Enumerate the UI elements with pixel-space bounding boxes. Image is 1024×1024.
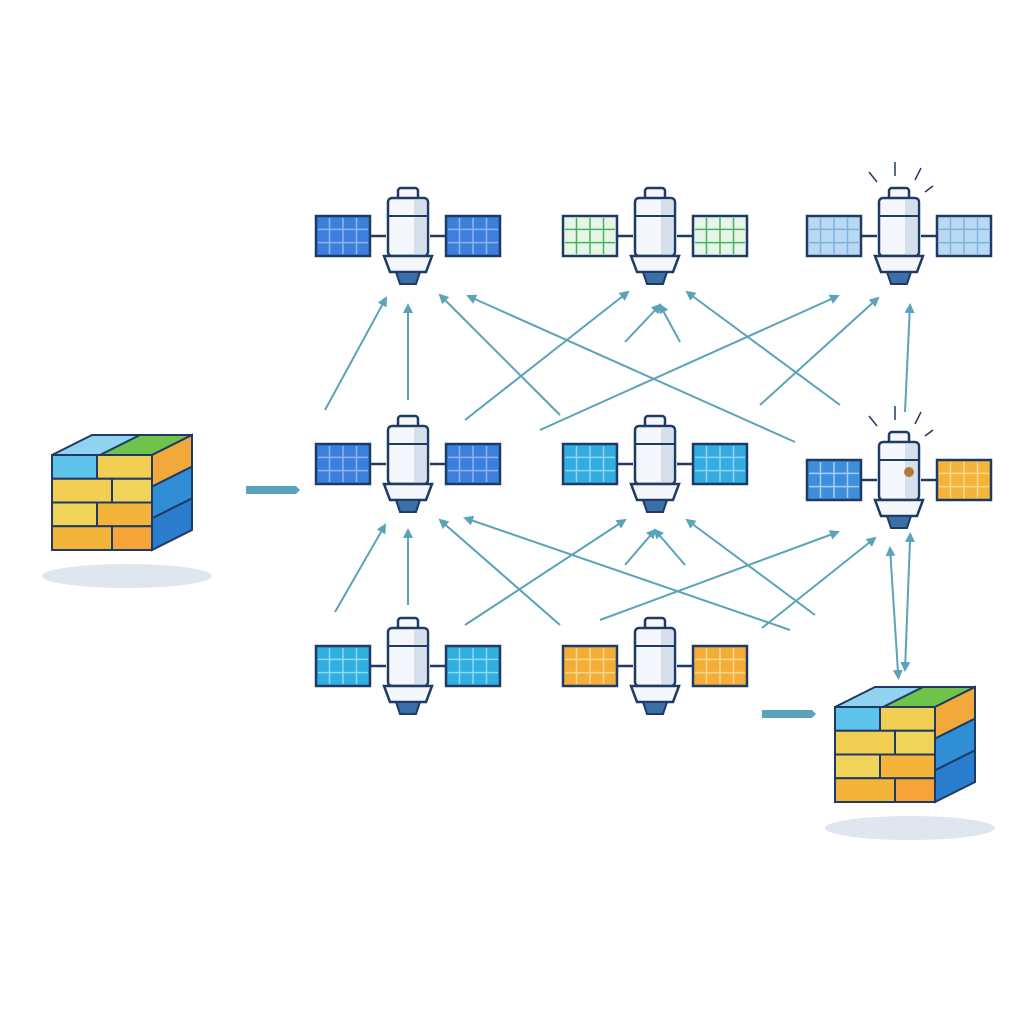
cube-side-block (934, 748, 976, 804)
cube-front-block (111, 525, 153, 551)
satellite-r2c1 (314, 414, 502, 513)
cube-front-block (894, 777, 936, 803)
link-arrow (438, 293, 561, 416)
satellite-thruster (394, 701, 422, 715)
cube-front-block (834, 706, 881, 732)
cube-front-block (51, 525, 113, 551)
satellite-thruster (394, 271, 422, 285)
output-flow-chevron (762, 696, 816, 732)
link-arrow (466, 294, 796, 443)
link-arrow (761, 536, 877, 629)
satellite-thruster (885, 515, 913, 529)
satellite-r3c1 (314, 616, 502, 715)
link-arrow (759, 296, 880, 406)
cube-front-block (51, 501, 98, 528)
input-data-cube (42, 433, 212, 588)
link-arrow (885, 546, 903, 680)
satellite-body-shade (414, 200, 426, 254)
satellite-r2c2 (561, 414, 749, 513)
satellite-body-shade (905, 200, 917, 254)
satellite-skirt (382, 482, 434, 502)
satellite-body-shade (661, 630, 673, 684)
cube-shadow (825, 816, 995, 840)
link-arrow (464, 518, 627, 626)
signal-burst-ray (868, 415, 878, 427)
satellite-r3c2 (561, 616, 749, 715)
link-arrow (463, 515, 791, 631)
cube-front-block (51, 454, 98, 480)
satellite-body-shade (661, 200, 673, 254)
cube-front-block (96, 501, 153, 528)
cube-front-block (111, 477, 153, 504)
link-arrow (438, 518, 561, 626)
link-arrow (624, 303, 662, 343)
output-data-cube (825, 685, 995, 840)
signal-burst-ray (914, 411, 922, 425)
satellite-body-shade (414, 428, 426, 482)
link-arrow (904, 303, 915, 413)
cube-front-block (879, 706, 936, 732)
satellite-r2c3 (805, 406, 993, 529)
link-arrow (599, 530, 840, 621)
signal-burst-ray (924, 429, 934, 437)
link-arrow (685, 518, 816, 616)
signal-burst-ray (924, 185, 934, 193)
cube-front-block (834, 753, 881, 780)
cube-shadow (42, 564, 212, 588)
link-arrow (464, 290, 630, 421)
satellite-thruster (641, 271, 669, 285)
satellite-skirt (382, 254, 434, 274)
link-arrow (653, 528, 686, 566)
satellite-thruster (885, 271, 913, 285)
flow-chevrons (246, 472, 816, 732)
link-arrow (624, 528, 657, 566)
cube-front-block (51, 477, 113, 504)
connection-links (324, 290, 915, 680)
cube-front-block (894, 729, 936, 756)
input-flow-chevron (246, 472, 300, 508)
satellite-thruster (641, 701, 669, 715)
satellite-thruster (641, 499, 669, 513)
satellite-skirt (873, 498, 925, 518)
satellite-skirt (629, 684, 681, 704)
link-arrow (334, 523, 386, 613)
link-arrow (324, 296, 387, 411)
satellite-thruster (394, 499, 422, 513)
satellite-r1c3 (805, 162, 993, 285)
signal-burst-ray (868, 171, 878, 183)
satellite-r1c2 (561, 186, 749, 285)
cube-front-block (834, 729, 896, 756)
cube-front-block (834, 777, 896, 803)
satellite-skirt (629, 254, 681, 274)
cube-front-block (96, 454, 153, 480)
link-arrow (685, 290, 841, 406)
satellite-r1c1 (314, 186, 502, 285)
cube-front-block (879, 753, 936, 780)
damage-spot (904, 467, 914, 477)
satellite-constellation (314, 162, 993, 715)
link-arrow (659, 303, 681, 343)
satellite-skirt (873, 254, 925, 274)
signal-burst-ray (914, 167, 922, 181)
satellite-skirt (382, 684, 434, 704)
cube-side-block (151, 496, 193, 552)
link-arrow (900, 532, 915, 672)
satellite-body-shade (414, 630, 426, 684)
satellite-body-shade (661, 428, 673, 482)
link-arrow (539, 294, 840, 431)
satellite-skirt (629, 482, 681, 502)
